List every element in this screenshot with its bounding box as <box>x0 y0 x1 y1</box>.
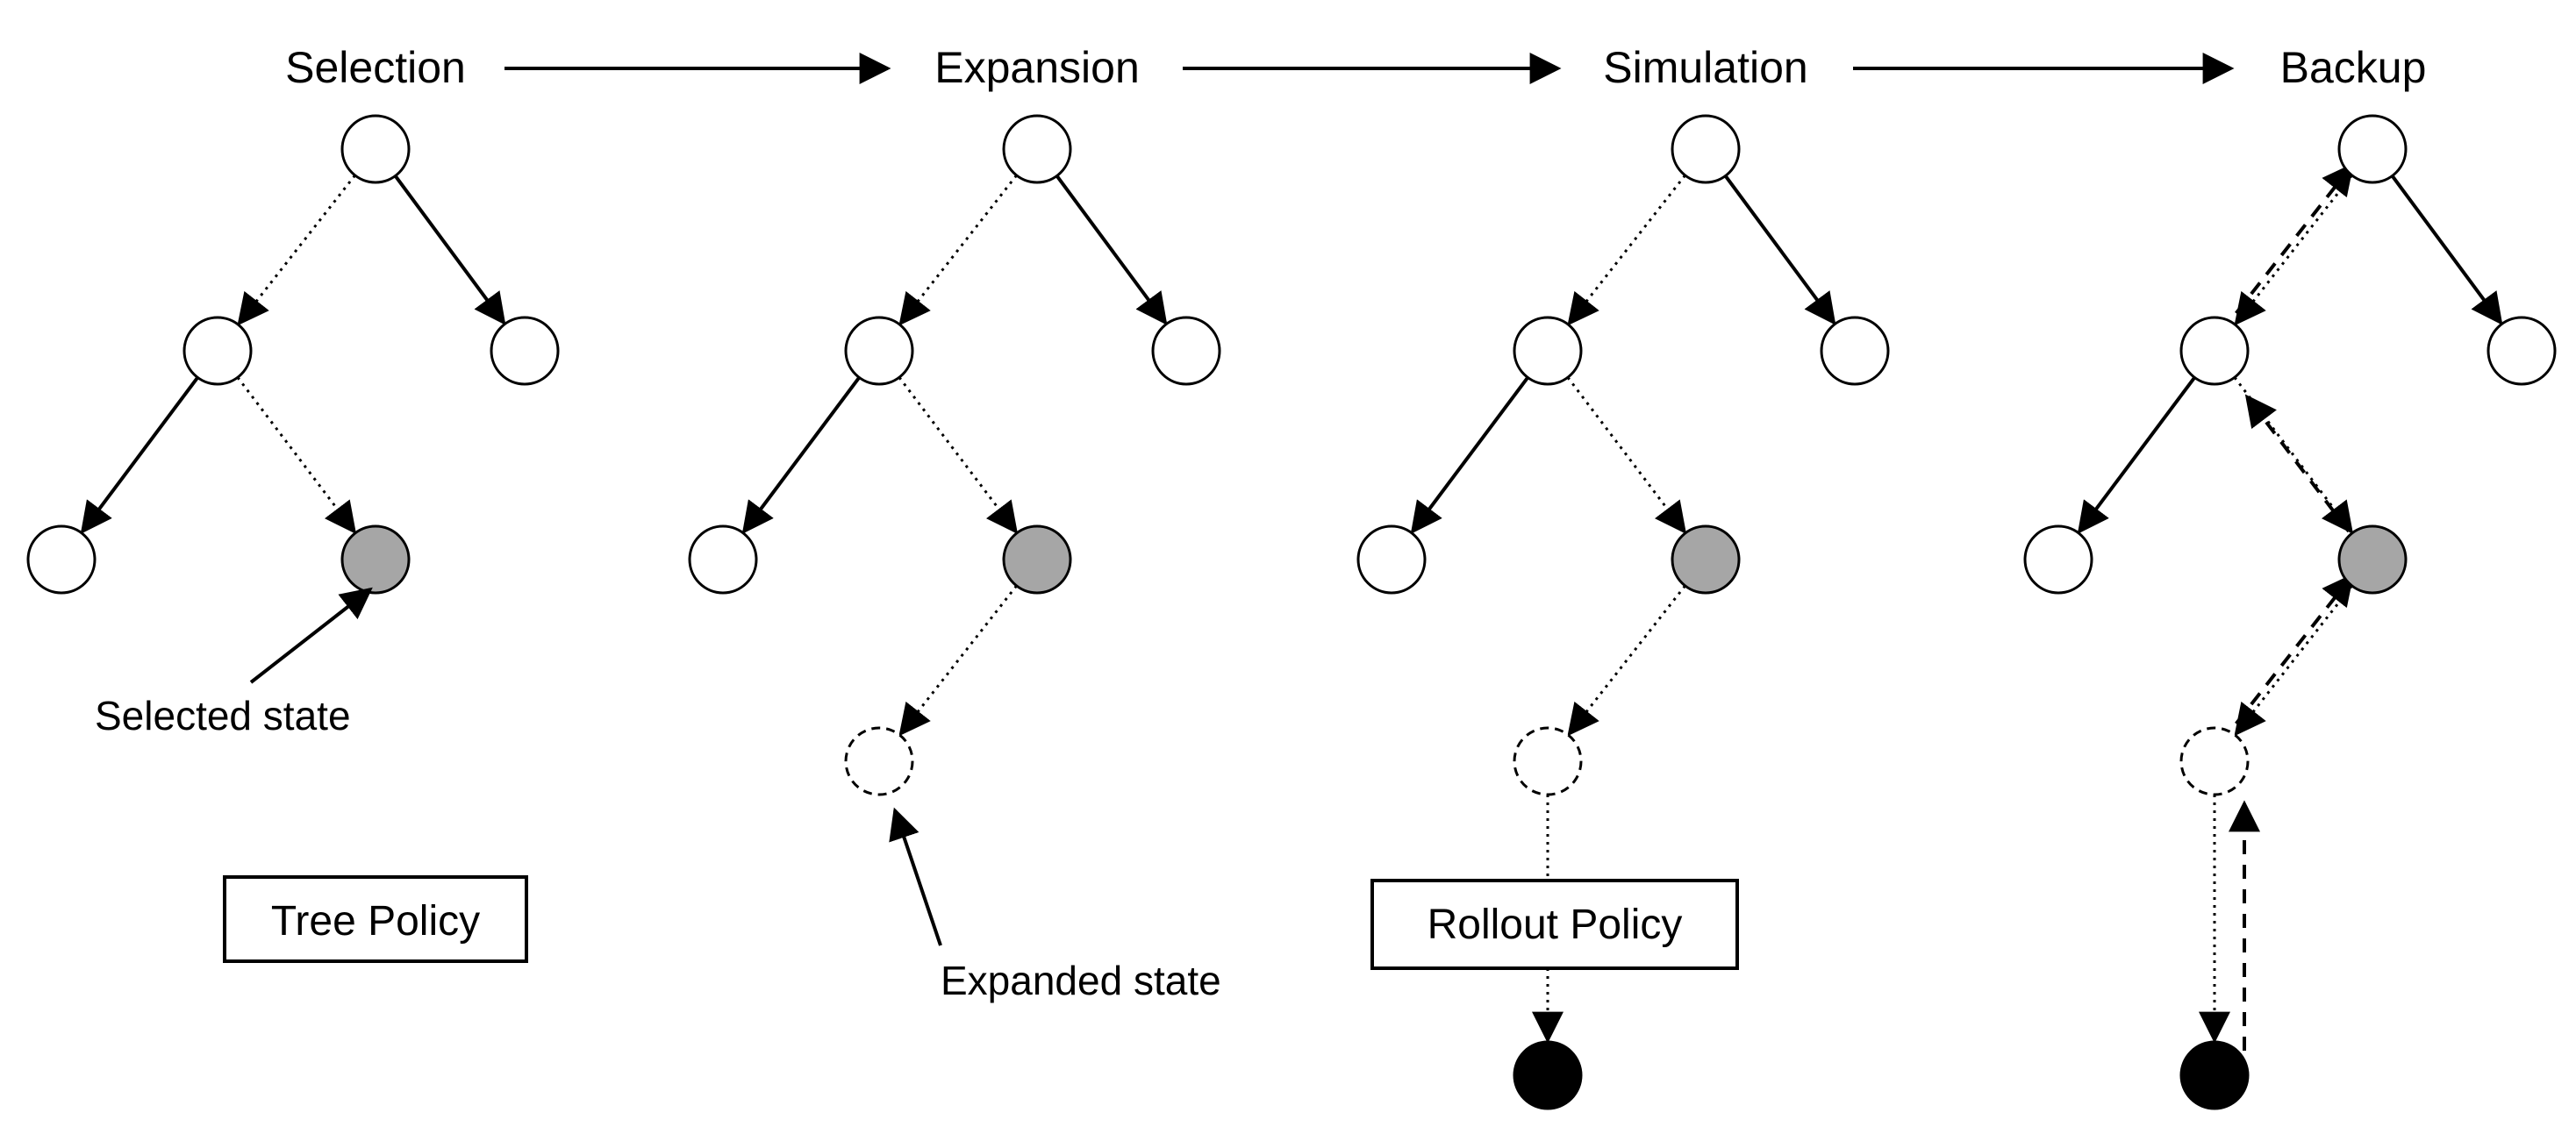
backup-arrow-2 <box>2235 573 2354 725</box>
edge-expansion-mid-leafL <box>741 376 861 534</box>
edge-expansion-root-mid <box>898 175 1018 326</box>
edge-simulation-mid-selected <box>1566 376 1687 534</box>
expanded-state-pointer <box>889 807 942 946</box>
node-backup-terminal <box>2179 1040 2250 1110</box>
tree-simulation <box>1356 114 1890 1110</box>
node-simulation-expanded <box>1513 726 1583 796</box>
node-expansion-selected <box>1002 524 1072 595</box>
node-selection-right <box>490 316 560 386</box>
node-backup-root <box>2337 114 2408 184</box>
selected-state-pointer <box>249 587 373 684</box>
edge-simulation-mid-leafL <box>1410 376 1529 534</box>
edge-simulation-root-mid <box>1567 175 1686 326</box>
edge-simulation-selected-expanded <box>1567 585 1686 737</box>
node-simulation-leafL <box>1356 524 1427 595</box>
tree-expansion <box>688 114 1221 796</box>
node-simulation-right <box>1820 316 1890 386</box>
node-selection-leafL <box>26 524 97 595</box>
node-selection-root <box>340 114 411 184</box>
tree-policy-label: Tree Policy <box>271 898 480 945</box>
node-simulation-mid <box>1513 316 1583 386</box>
node-simulation-root <box>1671 114 1741 184</box>
node-simulation-selected <box>1671 524 1741 595</box>
expanded-state-label: Expanded state <box>941 958 1221 1003</box>
node-selection-selected <box>340 524 411 595</box>
node-selection-mid <box>182 316 253 386</box>
tree-selection <box>26 114 560 595</box>
selected-state-label: Selected state <box>95 693 351 738</box>
node-expansion-right <box>1151 316 1221 386</box>
node-backup-leafL <box>2023 524 2093 595</box>
edge-expansion-selected-expanded <box>898 585 1018 737</box>
node-expansion-mid <box>844 316 914 386</box>
backup-arrow-3 <box>2244 394 2365 553</box>
rollout-policy-label: Rollout Policy <box>1428 902 1683 948</box>
edge-expansion-root-right <box>1055 175 1168 325</box>
edge-selection-root-mid <box>237 175 356 326</box>
edge-backup-root-right <box>2390 175 2503 325</box>
edge-backup-mid-selected <box>2233 376 2354 534</box>
edge-simulation-root-right <box>1723 175 1836 325</box>
tree-policy-box: Tree Policy <box>223 875 528 963</box>
edge-backup-root-mid <box>2234 175 2353 326</box>
edge-backup-mid-leafL <box>2077 376 2196 534</box>
node-expansion-root <box>1002 114 1072 184</box>
backup-arrow-4 <box>2235 162 2354 315</box>
phase-title-backup: Backup <box>2280 43 2427 92</box>
phase-title-selection: Selection <box>285 43 466 92</box>
edge-selection-mid-selected <box>236 376 357 534</box>
node-backup-selected <box>2337 524 2408 595</box>
edge-selection-mid-leafL <box>80 376 199 534</box>
node-backup-right <box>2487 316 2557 386</box>
phase-title-simulation: Simulation <box>1603 43 1807 92</box>
phase-title-expansion: Expansion <box>934 43 1140 92</box>
tree-backup <box>2023 114 2557 1110</box>
rollout-policy-box: Rollout Policy <box>1370 879 1739 970</box>
edge-backup-selected-expanded <box>2234 585 2353 737</box>
node-expansion-leafL <box>688 524 758 595</box>
edge-expansion-mid-selected <box>898 376 1019 534</box>
node-expansion-expanded <box>844 726 914 796</box>
node-backup-mid <box>2179 316 2250 386</box>
node-backup-expanded <box>2179 726 2250 796</box>
node-simulation-terminal <box>1513 1040 1583 1110</box>
edge-selection-root-right <box>393 175 506 325</box>
